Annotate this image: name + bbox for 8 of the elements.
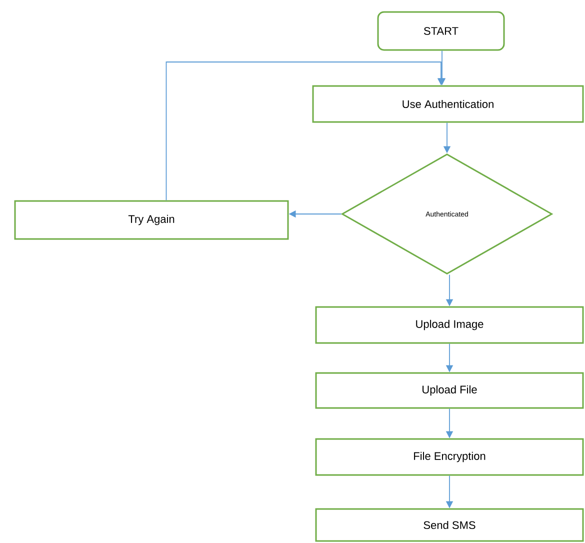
process-box: Try Again bbox=[14, 200, 289, 240]
process-box: File Encryption bbox=[315, 438, 584, 476]
process-box: Use Authentication bbox=[312, 85, 584, 123]
process-box: Upload File bbox=[315, 372, 584, 409]
process-box: Send SMS bbox=[315, 508, 584, 542]
arrow bbox=[166, 62, 445, 201]
start-box: START bbox=[377, 11, 505, 51]
process-box: Upload Image bbox=[315, 306, 584, 344]
